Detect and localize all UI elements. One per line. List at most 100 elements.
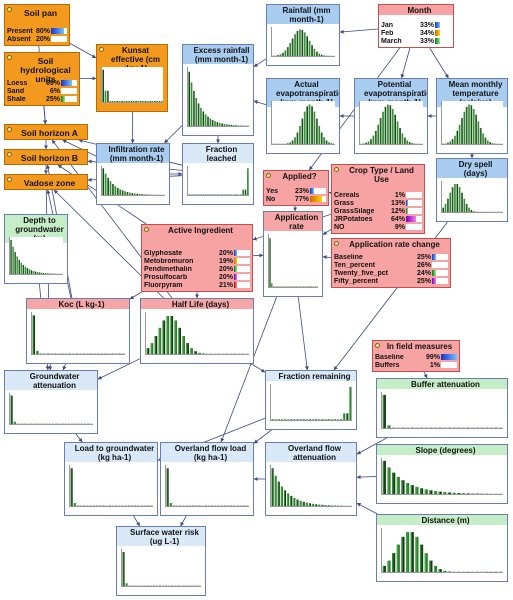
histogram-bar	[237, 125, 240, 126]
node-slope[interactable]: Slope (degrees)	[376, 444, 508, 504]
state-label: Baseline	[375, 353, 404, 361]
node-fraction-remaining[interactable]: Fraction remaining	[265, 370, 357, 430]
histogram-bar-highlight	[396, 476, 399, 494]
node-overland-flow-load[interactable]: Overland flow load (kg ha-1)	[160, 442, 254, 516]
node-histogram	[381, 392, 503, 429]
node-soil-horizon-b[interactable]: Soil horizon B	[4, 149, 88, 165]
state-label: Feb	[381, 29, 394, 37]
histogram-bar	[392, 472, 396, 494]
node-rainfall[interactable]: Rainfall (mm month-1)	[266, 4, 340, 66]
node-vadose-zone[interactable]: Vadose zone	[4, 174, 88, 190]
histogram-bar-highlight	[137, 101, 139, 102]
node-application-rate[interactable]: Application rate	[263, 211, 323, 297]
histogram-bar	[346, 413, 349, 420]
histogram-bar-highlight	[447, 142, 448, 144]
node-potential-evapotranspiration[interactable]: Potential evapotranspiration (mm month-1…	[354, 78, 428, 154]
histogram-bar	[22, 264, 24, 274]
node-buffer-attenuation[interactable]: Buffer attenuation	[376, 378, 508, 438]
node-groundwater-attenuation[interactable]: Groundwater attenuation	[4, 370, 98, 434]
node-soil-horizon-a[interactable]: Soil horizon A	[4, 124, 88, 140]
histogram-bar-highlight	[142, 101, 143, 102]
histogram-bar-highlight	[387, 467, 389, 494]
histogram-bar-highlight	[315, 118, 317, 144]
node-half-life[interactable]: Half Life (days)	[140, 298, 254, 364]
state-label: Pendimethalin	[144, 265, 192, 273]
node-overland-flow-attenuation[interactable]: Overland flow attenuation	[265, 442, 357, 516]
node-load-to-groundwater[interactable]: Load to groundwater (kg ha-1)	[64, 442, 158, 516]
histogram-bar	[320, 132, 323, 144]
histogram-bar-highlight	[126, 192, 128, 195]
node-dry-spell[interactable]: Dry spell (days)	[436, 158, 508, 222]
histogram-bar	[443, 492, 447, 494]
node-distance[interactable]: Distance (m)	[376, 514, 508, 582]
histogram-bar	[244, 189, 247, 195]
histogram-bar-highlight	[138, 194, 140, 195]
edge-month-to-rainfall	[339, 28, 379, 34]
histogram-bar-highlight	[403, 137, 405, 144]
node-fraction-leached[interactable]: Fraction leached	[182, 143, 254, 205]
histogram-bar-highlight	[299, 500, 301, 506]
node-depth-to-groundwater[interactable]: Depth to groundwater (m)	[4, 214, 68, 284]
node-surface-water-risk[interactable]: Surface water risk (ug L-1)	[116, 526, 206, 596]
histogram-bar	[452, 492, 456, 494]
node-kunsat-effective[interactable]: Kunsat effective (cm day-1)	[96, 44, 168, 112]
histogram-bar-highlight	[308, 419, 310, 420]
histogram-bar-highlight	[382, 565, 385, 572]
histogram-plot	[188, 168, 249, 195]
histogram-bar-highlight	[471, 493, 473, 494]
node-mean-monthly-temperature[interactable]: Mean monthly temperature (celsius)	[436, 78, 508, 154]
histogram-bar	[477, 121, 480, 144]
node-koc[interactable]: Koc (L kg-1)	[26, 298, 130, 364]
state-probability-fill	[441, 354, 457, 360]
histogram-bar-highlight	[367, 141, 369, 144]
histogram-bar-highlight	[161, 101, 162, 102]
histogram-bar-highlight	[114, 186, 116, 195]
histogram-bar-highlight	[415, 536, 417, 572]
node-excess-rainfall[interactable]: Excess rainfall (mm month-1)	[182, 44, 254, 136]
histogram-bar	[429, 560, 433, 572]
node-actual-evapotranspiration[interactable]: Actual evapotranspiration (mm month-1)	[266, 78, 340, 154]
histogram-bar-highlight	[178, 327, 180, 354]
histogram-bar-highlight	[419, 488, 422, 494]
state-probability-fill	[234, 258, 238, 264]
histogram-bar-highlight	[158, 327, 160, 354]
state-probability-bar	[406, 200, 422, 206]
state-probability-fill	[234, 250, 238, 256]
node-infiltration-rate[interactable]: Infiltration rate (mm month-1)	[96, 143, 170, 205]
